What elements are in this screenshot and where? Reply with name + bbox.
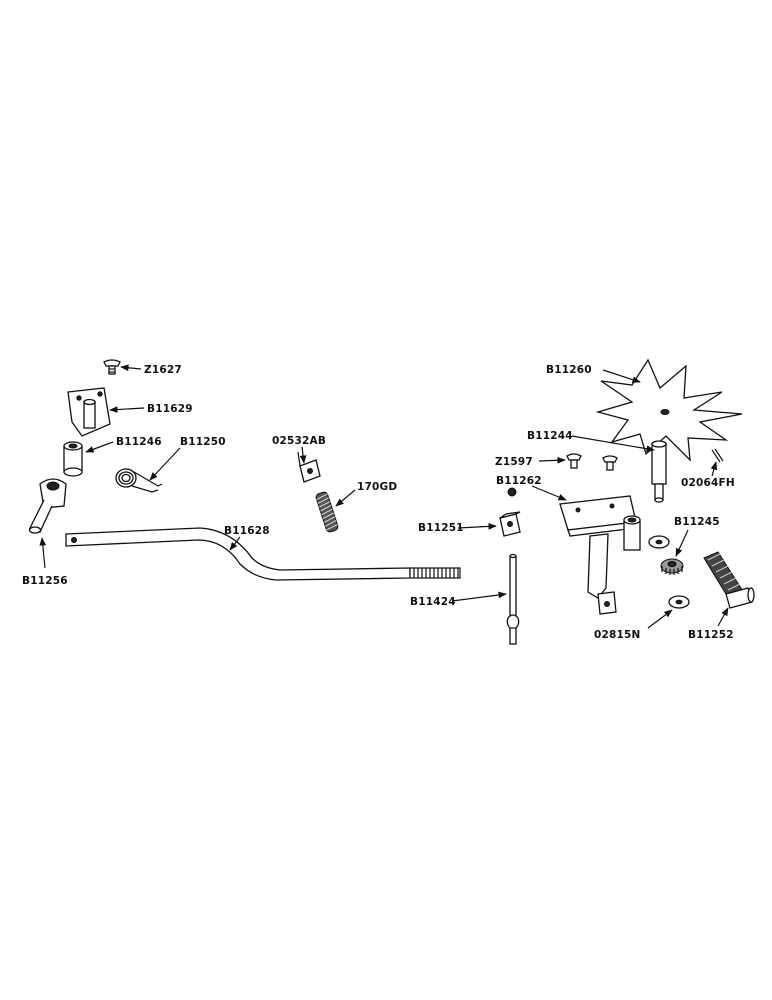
leader-z1597 [538, 456, 566, 464]
spring-b11250 [115, 468, 163, 493]
label-z1597: Z1597 [495, 456, 533, 468]
label-b11245: B11245 [674, 516, 720, 528]
leader-b11244 [571, 435, 655, 453]
leader-b11251 [457, 523, 497, 530]
label-02815n: 02815N [594, 629, 641, 641]
rod-b11424 [506, 553, 520, 645]
label-b11424: B11424 [410, 596, 456, 608]
washer-upper [648, 535, 670, 549]
screw-z1627 [103, 359, 121, 375]
leader-02532ab [299, 446, 307, 464]
frame-bracket-b11262 [559, 495, 641, 615]
screw-z1597-b [602, 455, 618, 471]
label-b11251: B11251 [418, 522, 464, 534]
leader-b11252 [717, 607, 729, 627]
label-02532ab: 02532AB [272, 435, 326, 447]
shaft-b11244 [651, 440, 667, 503]
block-b11251 [499, 511, 521, 537]
handle-b11252 [703, 551, 755, 609]
leader-02815n [647, 609, 673, 629]
gear-b11245 [660, 558, 684, 575]
leader-b11424 [451, 591, 507, 602]
leader-b11629 [109, 406, 145, 413]
leader-b11262 [531, 485, 567, 501]
nut-b11262 [507, 487, 517, 497]
leader-170gd [335, 489, 356, 507]
leader-z1627 [120, 364, 142, 372]
label-b11262: B11262 [496, 475, 542, 487]
label-b11250: B11250 [180, 436, 226, 448]
label-b11246: B11246 [116, 436, 162, 448]
label-b11256: B11256 [22, 575, 68, 587]
label-z1627: Z1627 [144, 364, 182, 376]
clip-02532ab [297, 451, 321, 483]
pin-02064fh [711, 448, 724, 463]
leader-b11246 [85, 441, 114, 453]
label-02064fh: 02064FH [681, 477, 735, 489]
label-b11252: B11252 [688, 629, 734, 641]
screw-z1597-a [566, 453, 582, 469]
star-wheel-b11260 [595, 358, 743, 462]
leader-b11250 [149, 447, 181, 481]
leader-b11256 [39, 537, 47, 569]
washer-02815n [668, 595, 690, 609]
leader-02064fh [710, 461, 718, 477]
bushing-b11246 [63, 441, 83, 477]
label-b11628: B11628 [224, 525, 270, 537]
label-170gd: 170GD [357, 481, 397, 493]
leader-b11260 [602, 369, 641, 383]
label-b11244: B11244 [527, 430, 573, 442]
label-b11260: B11260 [546, 364, 592, 376]
bracket-plate-b11629 [67, 387, 111, 437]
leader-b11245 [675, 529, 689, 557]
pivot-post-b11256 [28, 478, 67, 534]
leader-b11628 [229, 536, 241, 551]
label-b11629: B11629 [147, 403, 193, 415]
coil-spring-170gd [315, 491, 339, 533]
